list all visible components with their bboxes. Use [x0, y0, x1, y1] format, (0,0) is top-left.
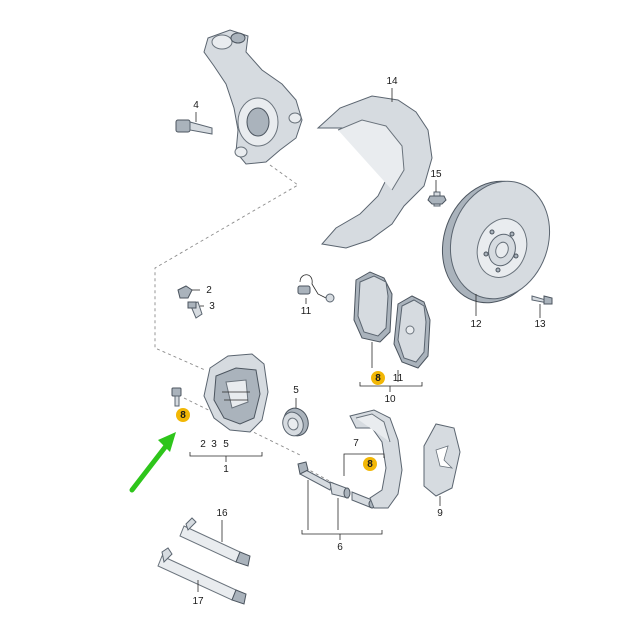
- screw-part-13: [531, 295, 553, 305]
- guide-pin-boot: [329, 481, 351, 499]
- svg-text:8: 8: [180, 410, 186, 421]
- bolt-part-4: [175, 112, 213, 135]
- label-14: 14: [386, 76, 398, 87]
- bleed-cap-part-2: [177, 285, 193, 299]
- badge-bracket: 8: [363, 457, 377, 471]
- label-17: 17: [192, 596, 204, 607]
- sleeve-part-5: [282, 407, 309, 437]
- brake-disc: [441, 180, 551, 304]
- group1-label-3: 3: [211, 439, 217, 450]
- svg-text:8: 8: [375, 373, 381, 384]
- screw-part-15: [427, 191, 447, 207]
- label-12: 12: [470, 319, 482, 330]
- badge-caliper-bolt: 8: [176, 408, 190, 422]
- label-1: 1: [223, 464, 229, 475]
- label-3: 3: [209, 301, 215, 312]
- label-4: 4: [193, 100, 199, 111]
- label-6: 6: [337, 542, 343, 553]
- brake-pad-outer: [353, 271, 393, 343]
- bleed-screw-part-3: [187, 301, 203, 319]
- label-2: 2: [206, 285, 212, 296]
- assembly-guide-line: [154, 164, 299, 371]
- assembly-guide-line-pin: [299, 464, 356, 496]
- label-7: 7: [353, 438, 359, 449]
- brake-caliper: [203, 353, 269, 433]
- svg-text:8: 8: [367, 459, 373, 470]
- guide-pin: [297, 461, 333, 491]
- caliper-carrier: [349, 409, 403, 509]
- label-15: 15: [430, 169, 442, 180]
- badge-pads: 8: [371, 371, 385, 385]
- splash-shield: [316, 95, 433, 249]
- label-10: 10: [384, 394, 396, 405]
- grease-tube-16: [179, 517, 251, 567]
- label-16: 16: [216, 508, 228, 519]
- label-5: 5: [293, 385, 299, 396]
- brake-pad-inner: [393, 295, 431, 369]
- cover-plate: [423, 423, 461, 497]
- grease-tube-17: [157, 547, 247, 605]
- steering-knuckle: [203, 29, 303, 165]
- label-13: 13: [534, 319, 546, 330]
- group1-label-2: 2: [200, 439, 206, 450]
- wear-sensor: [297, 274, 335, 303]
- caliper-bolt: [171, 387, 182, 407]
- group10-label-11: 11: [393, 373, 404, 384]
- label-9: 9: [437, 508, 443, 519]
- label-11: 11: [301, 306, 312, 317]
- group1-label-5: 5: [223, 439, 229, 450]
- green-arrow-icon: [129, 432, 176, 493]
